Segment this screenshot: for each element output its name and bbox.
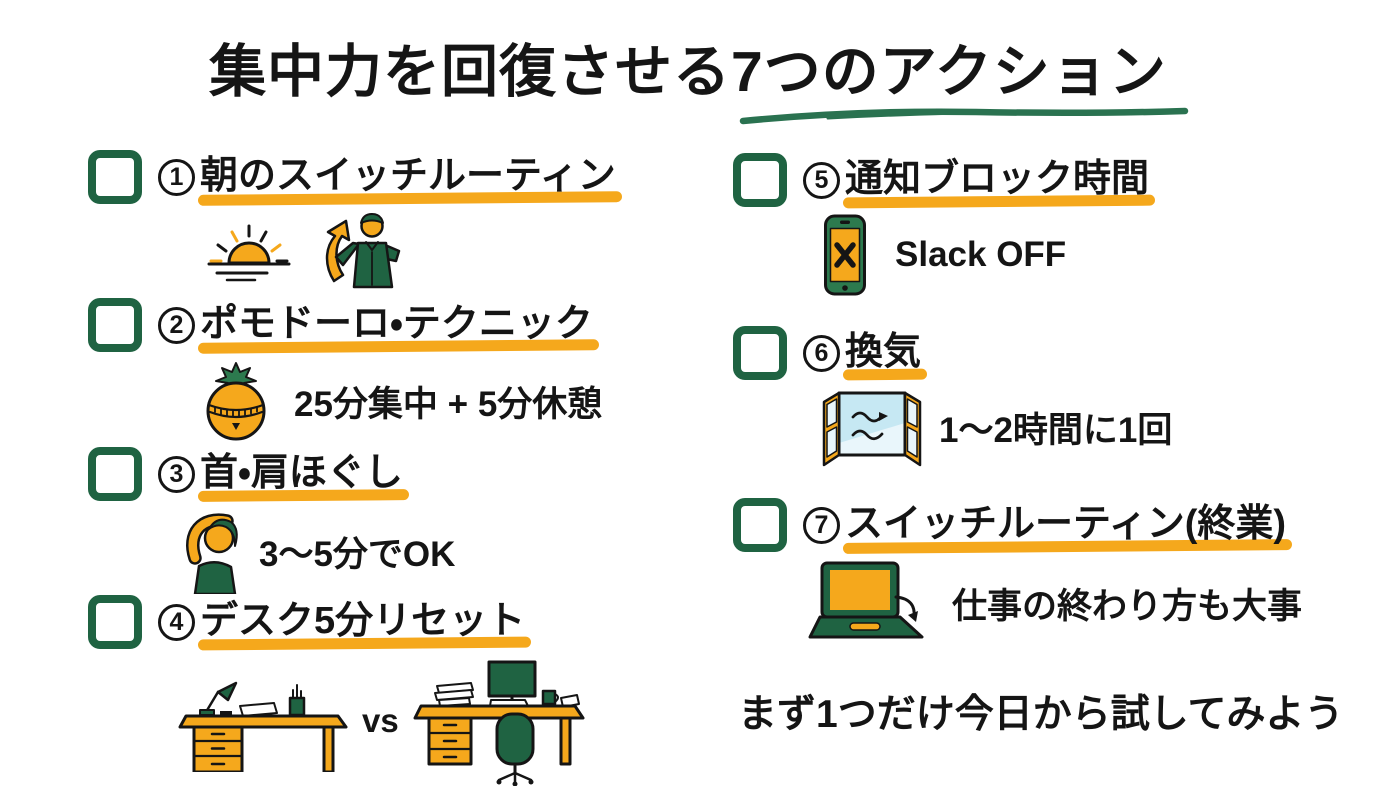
number-badge-4: 4 xyxy=(158,604,195,641)
checkbox-item-6[interactable] xyxy=(733,326,787,380)
item-2-label: ポモドーロ・テクニック xyxy=(200,302,593,348)
checklist-item-6: 6 換気 xyxy=(733,326,1172,467)
item-3-desc: 3〜5分でOK xyxy=(259,526,455,577)
sunrise-icon xyxy=(205,218,293,282)
item-3-label: 首・肩ほぐし xyxy=(200,451,403,497)
focus-checklist-infographic: { "title": "集中力を回復させる7つのアクション", "footer"… xyxy=(0,0,1376,768)
item-7-desc: 仕事の終わり方も大事 xyxy=(952,578,1302,629)
person-arrow-up-icon xyxy=(309,211,401,289)
item-7-label: スイッチルーティン(終業) xyxy=(845,502,1286,548)
infographic-canvas: 集中力を回復させる7つのアクション 1 朝のスイッチルーティン xyxy=(0,0,1376,768)
footer-message: まず1つだけ今日から試してみよう xyxy=(738,683,1344,739)
item-5-title: 5 通知ブロック時間 xyxy=(803,157,1149,203)
laptop-close-icon xyxy=(808,559,936,647)
checklist-item-7: 7 スイッチルーティン(終業) 仕事の終わり方も大事 xyxy=(733,498,1302,647)
checkbox-item-7[interactable] xyxy=(733,498,787,552)
item-7-title: 7 スイッチルーティン(終業) xyxy=(803,502,1286,548)
item-2-desc: 25分集中 + 5分休憩 xyxy=(294,376,602,427)
number-badge-1: 1 xyxy=(158,159,195,196)
item-2-title: 2 ポモドーロ・テクニック xyxy=(158,302,593,348)
checkbox-item-2[interactable] xyxy=(88,298,142,352)
checklist-item-1: 1 朝のスイッチルーティン xyxy=(88,150,616,289)
number-badge-3: 3 xyxy=(158,456,195,493)
item-1-label: 朝のスイッチルーティン xyxy=(200,154,616,200)
item-4-title: 4 デスク5分リセット xyxy=(158,599,525,645)
checkbox-item-4[interactable] xyxy=(88,595,142,649)
item-5-desc: Slack OFF xyxy=(895,235,1066,275)
checkbox-item-1[interactable] xyxy=(88,150,142,204)
open-window-icon xyxy=(817,387,927,467)
page-title: 集中力を回復させる7つのアクション xyxy=(0,26,1376,108)
item-6-label: 換気 xyxy=(845,330,921,376)
item-6-title: 6 換気 xyxy=(803,330,921,376)
checklist-item-3: 3 首・肩ほぐし 3〜5分でOK xyxy=(88,447,455,594)
clean-desk-icon xyxy=(178,670,350,772)
checklist-item-4: 4 デスク5分リセット xyxy=(88,595,591,786)
number-badge-2: 2 xyxy=(158,307,195,344)
messy-desk-icon xyxy=(411,656,591,786)
phone-blocked-icon xyxy=(823,214,867,296)
item-3-title: 3 首・肩ほぐし xyxy=(158,451,403,497)
checklist-item-2: 2 ポモドーロ・テクニック xyxy=(88,298,602,443)
title-underline-swoosh xyxy=(738,105,1190,127)
checklist-item-5: 5 通知ブロック時間 Slack OFF xyxy=(733,153,1149,296)
item-1-title: 1 朝のスイッチルーティン xyxy=(158,154,616,200)
tomato-timer-icon xyxy=(198,359,274,443)
checkbox-item-5[interactable] xyxy=(733,153,787,207)
item-6-desc: 1〜2時間に1回 xyxy=(939,402,1172,453)
number-badge-6: 6 xyxy=(803,335,840,372)
item-4-label: デスク5分リセット xyxy=(200,599,525,645)
neck-stretch-icon xyxy=(183,508,245,594)
vs-label: vs xyxy=(362,702,399,740)
number-badge-7: 7 xyxy=(803,507,840,544)
checkbox-item-3[interactable] xyxy=(88,447,142,501)
item-5-label: 通知ブロック時間 xyxy=(845,157,1149,203)
number-badge-5: 5 xyxy=(803,162,840,199)
